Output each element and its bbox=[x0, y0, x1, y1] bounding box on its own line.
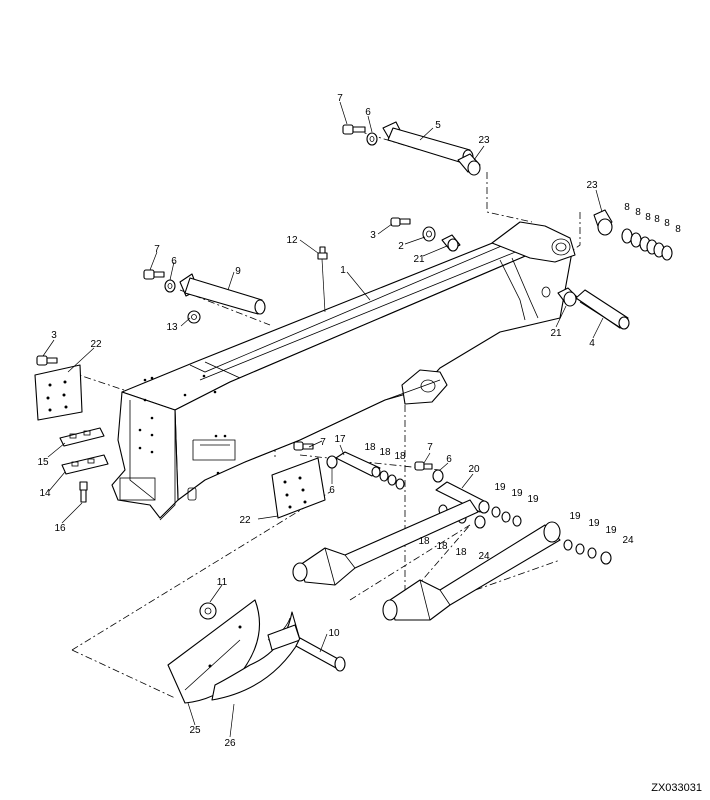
callout-7: 7 bbox=[320, 437, 326, 448]
callout-19: 19 bbox=[494, 482, 506, 493]
left-pin-group bbox=[143, 269, 266, 324]
callout-24: 24 bbox=[478, 551, 490, 562]
callout-6: 6 bbox=[365, 107, 371, 118]
callout-17: 17 bbox=[334, 434, 346, 445]
callout-16: 16 bbox=[54, 523, 66, 534]
callout-4: 4 bbox=[589, 338, 595, 349]
shim-stack bbox=[621, 228, 673, 261]
callout-5: 5 bbox=[435, 120, 441, 131]
right-pin-group bbox=[557, 209, 673, 330]
callout-19: 19 bbox=[605, 525, 617, 536]
callout-6: 6 bbox=[446, 454, 452, 465]
callout-8: 8 bbox=[664, 218, 670, 229]
callout-12: 12 bbox=[286, 235, 298, 246]
callout-19: 19 bbox=[588, 518, 600, 529]
callout-6: 6 bbox=[329, 485, 335, 496]
callout-23: 23 bbox=[586, 180, 598, 191]
callout-3: 3 bbox=[370, 230, 376, 241]
drawing-code: ZX033031 bbox=[651, 782, 702, 794]
callout-19: 19 bbox=[511, 488, 523, 499]
callout-8: 8 bbox=[624, 202, 630, 213]
callout-19: 19 bbox=[569, 511, 581, 522]
callout-18: 18 bbox=[379, 447, 391, 458]
grease-fitting bbox=[317, 246, 328, 313]
callout-25: 25 bbox=[189, 725, 201, 736]
callout-14: 14 bbox=[39, 488, 51, 499]
callout-9: 9 bbox=[235, 266, 241, 277]
callout-26: 26 bbox=[224, 738, 236, 749]
middle-small-parts bbox=[390, 217, 461, 252]
left-wear-plates bbox=[34, 355, 109, 503]
callout-18: 18 bbox=[418, 536, 430, 547]
callout-19: 19 bbox=[527, 494, 539, 505]
callout-21: 21 bbox=[550, 328, 562, 339]
leader-lines bbox=[42, 101, 604, 738]
callout-7: 7 bbox=[427, 442, 433, 453]
callout-18: 18 bbox=[394, 451, 406, 462]
right-wear-plate bbox=[271, 441, 326, 519]
callout-22: 22 bbox=[90, 339, 102, 350]
shield-parts bbox=[167, 599, 346, 704]
callout-13: 13 bbox=[166, 322, 178, 333]
callout-24: 24 bbox=[622, 535, 634, 546]
callout-3: 3 bbox=[51, 330, 57, 341]
callout-22: 22 bbox=[239, 515, 251, 526]
callout-18: 18 bbox=[436, 541, 448, 552]
callout-7: 7 bbox=[337, 93, 343, 104]
callout-7: 7 bbox=[154, 244, 160, 255]
callout-20: 20 bbox=[468, 464, 480, 475]
callout-8: 8 bbox=[654, 214, 660, 225]
callout-10: 10 bbox=[328, 628, 340, 639]
callout-23: 23 bbox=[478, 135, 490, 146]
callout-18: 18 bbox=[455, 547, 467, 558]
callout-11: 11 bbox=[217, 577, 228, 588]
callout-labels: 7 6 5 23 23 8 8 8 8 8 8 3 2 21 12 7 6 9 … bbox=[37, 93, 681, 749]
callout-18: 18 bbox=[364, 442, 376, 453]
cylinder-pin-groups bbox=[326, 451, 612, 565]
boom-end-holes bbox=[138, 374, 227, 475]
hydraulic-cylinders bbox=[292, 499, 561, 621]
callout-8: 8 bbox=[675, 224, 681, 235]
callout-2: 2 bbox=[398, 241, 404, 252]
callout-8: 8 bbox=[635, 207, 641, 218]
top-pin-group bbox=[342, 121, 481, 176]
callout-1: 1 bbox=[340, 265, 346, 276]
boom-weldment bbox=[111, 221, 576, 521]
callout-21: 21 bbox=[413, 254, 425, 265]
callout-8: 8 bbox=[645, 212, 651, 223]
callout-6: 6 bbox=[171, 256, 177, 267]
callout-15: 15 bbox=[37, 457, 49, 468]
